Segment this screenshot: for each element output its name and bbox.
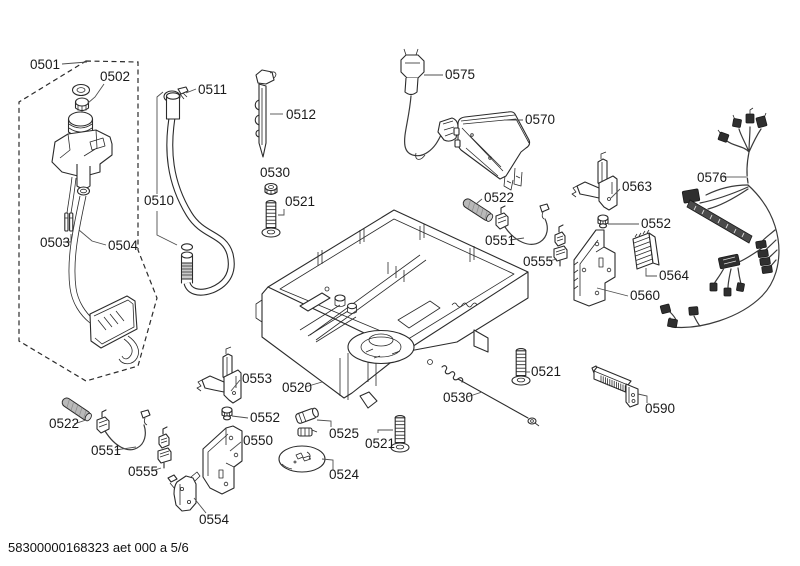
part-label-0520: 0520: [282, 380, 312, 395]
part-label-0501: 0501: [30, 57, 60, 72]
leader-line-0520: [304, 381, 323, 388]
leader-line-0524: [321, 458, 334, 470]
part-0524-disc: [278, 445, 326, 473]
leader-line-0553: [230, 379, 241, 392]
part-0530-nut: [264, 182, 278, 195]
leader-line-0552-left: [231, 415, 249, 419]
leader-line-0563: [610, 188, 621, 199]
part-label-0575: 0575: [445, 67, 475, 82]
leader-line-0590: [637, 393, 648, 403]
leader-line-0551-left: [114, 446, 137, 451]
part-label-0570: 0570: [525, 112, 555, 127]
part-label-0521-right: 0521: [531, 364, 561, 379]
part-0564-terminal-block: [632, 229, 660, 270]
part-0551-sensor-right: [495, 203, 550, 245]
leader-line-0560: [596, 287, 629, 297]
leader-line-0550: [229, 441, 242, 452]
part-inlet-valve-assembly: [51, 83, 139, 365]
part-label-0530-bottom: 0530: [443, 390, 473, 405]
part-0554-bracket: [167, 471, 201, 512]
part-label-0555-right: 0555: [523, 254, 553, 269]
part-label-0552-right: 0552: [641, 216, 671, 231]
part-0512-spike: [254, 69, 277, 158]
leader-line-0504: [78, 229, 107, 246]
leader-line-0555-right: [548, 258, 558, 262]
leader-line-0525: [316, 419, 332, 427]
leader-line-0522-left: [73, 419, 87, 425]
part-0552-grommet-right: [597, 214, 609, 229]
part-0551-sensor-left: [96, 409, 151, 451]
leader-line-0510: [156, 91, 164, 194]
leader-line-0554: [193, 497, 207, 514]
part-0510-drain-hose: [165, 92, 235, 296]
part-label-0564: 0564: [659, 268, 690, 283]
part-label-0521-left: 0521: [365, 436, 395, 451]
part-label-0576: 0576: [697, 170, 727, 185]
leader-line-0501: [61, 61, 88, 65]
part-0525-fittings: [295, 407, 319, 437]
part-label-0551-left: 0551: [91, 443, 121, 458]
part-label-0524: 0524: [329, 467, 360, 482]
part-label-0554: 0554: [199, 512, 230, 527]
leader-line-0530-bottom: [466, 391, 483, 398]
part-label-0504: 0504: [108, 238, 139, 253]
part-label-0590: 0590: [645, 401, 675, 416]
document-number: 58300000168323 aet 000 a 5/6: [8, 540, 189, 555]
part-0552-grommet-left: [221, 406, 233, 421]
part-0590-rail: [591, 365, 639, 408]
leader-line-0522-right: [475, 198, 483, 205]
part-label-0510: 0510: [144, 193, 174, 208]
part-0521-screw-top: [261, 200, 281, 238]
part-0570-control-module: [453, 111, 531, 191]
leader-line-0551-right: [509, 237, 525, 241]
part-label-0552-left: 0552: [250, 410, 280, 425]
leader-line-0521-top: [278, 209, 285, 216]
part-0520-base-frame: [255, 209, 529, 409]
part-label-0560: 0560: [630, 288, 660, 303]
part-0550-bracket: [202, 425, 243, 495]
leader-line-0511: [185, 88, 197, 94]
part-0563-bracket: [571, 151, 618, 211]
part-label-0530-top: 0530: [260, 165, 290, 180]
leader-line-0521-left: [377, 429, 393, 433]
labels-layer: 0501 0502 0503 0504 0511 0510 0512 0530 0521 0575…: [30, 57, 748, 527]
part-0530-spring-rod: [441, 365, 540, 427]
part-label-0563: 0563: [622, 179, 652, 194]
part-label-0521-top: 0521: [285, 194, 315, 209]
part-label-0525: 0525: [329, 426, 359, 441]
part-label-0511: 0511: [198, 82, 227, 97]
part-0555-clip-right: [553, 224, 568, 267]
part-0553-bracket: [196, 346, 242, 404]
part-0576-cable-harness: [659, 107, 780, 329]
part-label-0522-left: 0522: [49, 416, 79, 431]
part-label-0503: 0503: [40, 235, 70, 250]
leader-line-0502: [87, 83, 105, 104]
assembly-boundary-0501: [18, 60, 158, 382]
leader-line-0555-left: [151, 467, 162, 472]
part-label-0512: 0512: [286, 107, 316, 122]
part-0555-clip-left: [157, 426, 172, 469]
part-label-0551-right: 0551: [485, 233, 515, 248]
part-label-0502: 0502: [100, 69, 130, 84]
part-0521-screw-right: [511, 348, 531, 386]
part-label-0555-left: 0555: [128, 464, 158, 479]
part-label-0550: 0550: [243, 433, 273, 448]
part-0575-power-cord: [400, 48, 459, 160]
leader-line-0564: [645, 268, 657, 277]
part-0560-bracket: [573, 229, 616, 307]
leader-line-0503: [63, 234, 72, 243]
part-label-0553: 0553: [242, 371, 272, 386]
part-label-0522-right: 0522: [484, 190, 514, 205]
leader-line-0510: [156, 211, 178, 246]
